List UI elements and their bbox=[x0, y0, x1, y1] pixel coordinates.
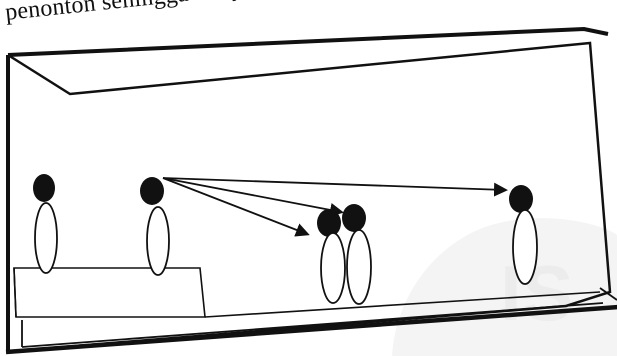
stage-platform bbox=[14, 268, 205, 317]
watermark-logo: IS bbox=[392, 218, 617, 356]
person-audience-middle-right bbox=[342, 204, 371, 304]
person-speaker-stage bbox=[140, 177, 169, 275]
sound-arrow-to-front bbox=[163, 178, 307, 234]
person-audience-middle-left bbox=[317, 209, 345, 303]
person-left-stage bbox=[33, 174, 57, 273]
